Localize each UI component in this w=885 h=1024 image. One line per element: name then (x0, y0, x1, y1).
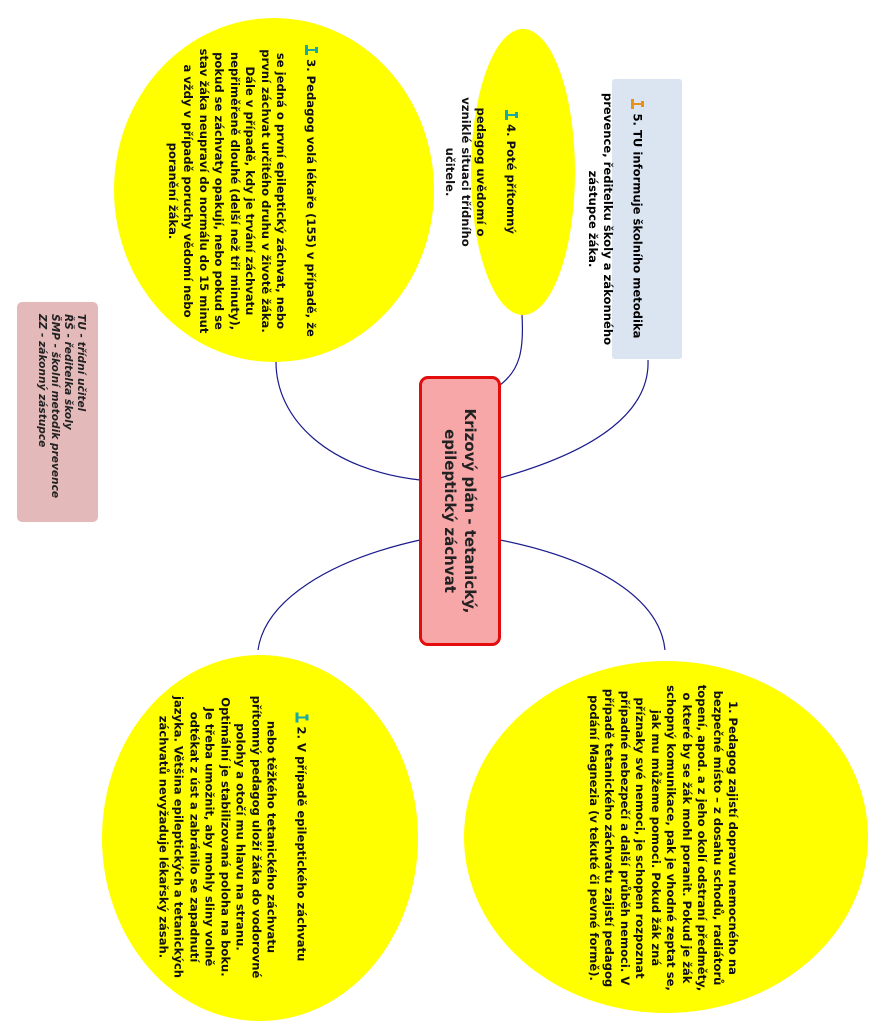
connector-step4 (499, 314, 524, 386)
pin-icon (489, 110, 534, 121)
pin-icon (289, 45, 334, 56)
pin-icon (279, 712, 324, 723)
legend-item: ŘŠ - ředitelka školy (62, 314, 74, 430)
connector-step5 (499, 359, 649, 479)
bubble-step4 (471, 29, 575, 315)
central-topic-title: Krizový plán - tetanický, epileptický zá… (441, 408, 479, 614)
node-step1: 1. Pedagog zajistí dopravu nemocného na … (576, 683, 756, 993)
bubble-step3 (114, 18, 434, 362)
node-step5: 5. TU informuje školního metodika preven… (586, 79, 682, 359)
connector-step1 (499, 539, 666, 651)
legend-item: TU - třídní učitel (75, 314, 87, 412)
connector-step3 (275, 359, 421, 481)
legend-item: ŠMP - školní metodik prevence (49, 314, 61, 499)
bubble-step2 (102, 655, 418, 1021)
node-step2-text: 2. V případě epileptického záchvatu nebo… (156, 695, 310, 979)
node-step2: 2. V případě epileptického záchvatu nebo… (157, 695, 340, 980)
central-topic: Krizový plán - tetanický, epileptický zá… (419, 376, 501, 646)
connector-step2 (257, 539, 421, 651)
bubble-step1 (464, 661, 868, 1013)
node-step4: 4. Poté přítomný pedagog uvědomí o vznik… (444, 97, 549, 247)
abbreviation-legend: TU - třídní učitel ŘŠ - ředitelka školy … (17, 302, 98, 522)
node-step3: 3. Pedagog volá lékaře (155) v případě, … (166, 45, 349, 337)
legend-item: ZZ - zákonný zástupce (36, 314, 48, 448)
node-step1-text: 1. Pedagog zajistí dopravu nemocného na … (587, 684, 741, 992)
pin-icon (615, 99, 659, 110)
node-step3-text: 3. Pedagog volá lékaře (155) v případě, … (166, 48, 319, 337)
